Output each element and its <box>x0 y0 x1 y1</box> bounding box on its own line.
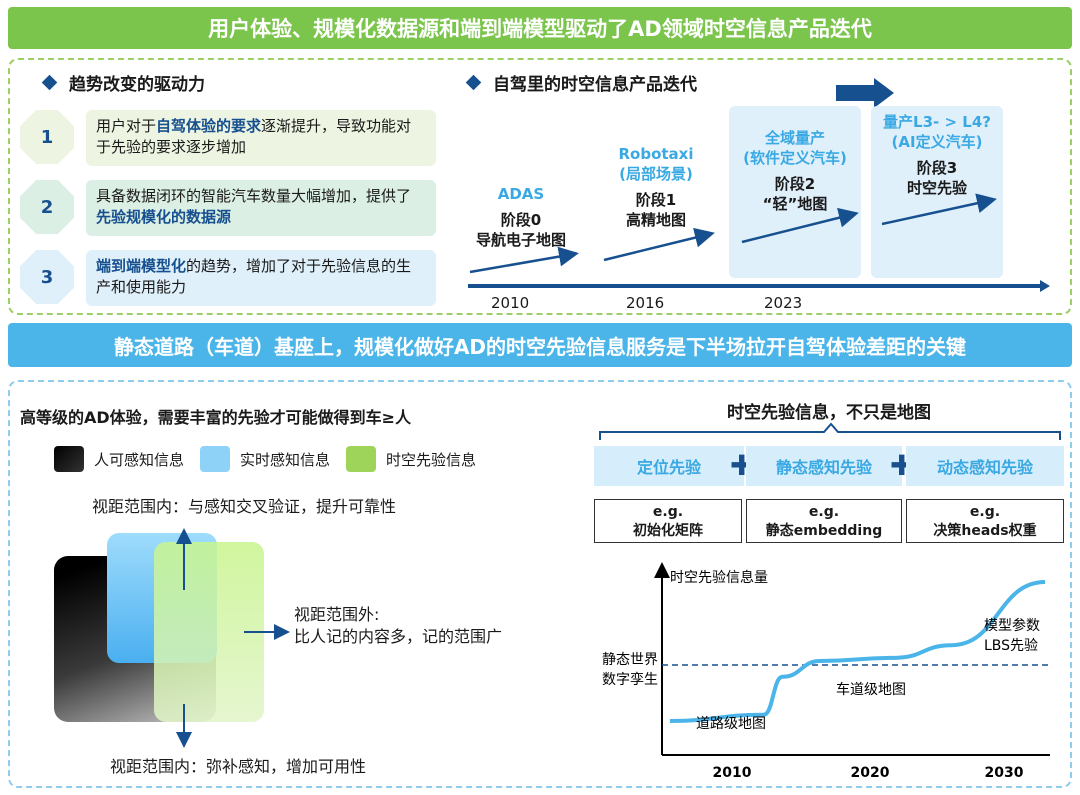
note-right-line-2: 比人记的内容多，记的范围广 <box>294 627 503 646</box>
drivers-title: 趋势改变的驱动力 <box>41 70 205 95</box>
stage-number: 阶段2 <box>774 175 816 193</box>
stage-number: 阶段0 <box>500 211 542 229</box>
example-eg: e.g. <box>808 504 840 520</box>
mid-banner: 静态道路（车道）基座上，规模化做好AD的时空先验信息服务是下半场拉开自驾体验差距… <box>8 323 1072 367</box>
stage-1-label: Robotaxi (局部场景) 阶段1 高精地图 <box>600 144 712 230</box>
note-right-line-1: 视距范围外: <box>294 605 380 624</box>
bottom-panel <box>8 380 1072 788</box>
driver-text-post: 的趋势，增加了对于先验信息的生产和使用能力 <box>96 257 412 296</box>
driver-text-pre: 具备数据闭环的智能汽车数量大幅增加，提供了 <box>96 187 412 205</box>
note-bottom: 视距范围内：弥补感知，增加可用性 <box>110 757 367 776</box>
annotation-lbs: LBS先验 <box>984 638 1038 654</box>
driver-text-highlight: 端到端模型化 <box>96 257 187 275</box>
driver-text: 具备数据闭环的智能汽车数量大幅增加，提供了先验规模化的数据源 <box>86 180 436 236</box>
reference-label: 静态世界 <box>602 652 658 668</box>
driver-text-highlight: 自驾体验的要求 <box>156 117 262 135</box>
diamond-bullet-icon <box>41 74 58 91</box>
x-tick: 2030 <box>985 765 1024 781</box>
prior-item-location: 定位先验 <box>594 446 744 486</box>
example-box: e.g. 静态embedding <box>746 499 902 543</box>
x-tick: 2010 <box>713 765 752 781</box>
top-panel <box>8 58 1072 315</box>
driver-text-post: 逐渐提升，导致功能对于先验的要求逐步增加 <box>96 117 412 156</box>
reference-label: 数字孪生 <box>602 671 658 688</box>
stage-3-box <box>871 106 1003 278</box>
stage-2-arrow <box>741 207 859 244</box>
iteration-title: 自驾里的时空信息产品迭代 <box>465 70 697 95</box>
stage-head: 全域量产 <box>764 129 825 147</box>
legend-swatch <box>346 446 377 472</box>
prior-growth-chart: 时空先验信息量 静态世界 数字孪生 道路级地图 车道级地图 模型参数 LBS先验… <box>602 562 1050 781</box>
note-top: 视距范围内：与感知交叉验证，提升可靠性 <box>92 497 397 516</box>
stage-desc: 时空先验 <box>906 179 967 197</box>
legend: 人可感知信息 实时感知信息 时空先验信息 <box>54 446 476 472</box>
example-eg: e.g. <box>969 504 1001 520</box>
top-banner: 用户体验、规模化数据源和端到端模型驱动了AD领域时空信息产品迭代 <box>8 7 1072 49</box>
driver-item-3: 3 端到端模型化的趋势，增加了对于先验信息的生产和使用能力 <box>20 250 436 306</box>
stage-number: 阶段3 <box>916 159 958 177</box>
stage-subhead: (AI定义汽车) <box>891 133 983 151</box>
driver-text-pre: 用户对于 <box>96 117 157 135</box>
note-right: 视距范围外: 比人记的内容多，记的范围广 <box>294 604 502 648</box>
stage-0-arrow <box>469 246 579 274</box>
driver-number-badge: 1 <box>20 110 74 164</box>
driver-text-highlight: 先验规模化的数据源 <box>96 208 232 226</box>
prior-curve <box>669 580 1046 724</box>
drivers-title-text: 趋势改变的驱动力 <box>69 75 205 95</box>
legend-label: 实时感知信息 <box>240 450 331 469</box>
stage-number: 阶段1 <box>635 191 677 209</box>
driver-item-2: 2 具备数据闭环的智能汽车数量大幅增加，提供了先验规模化的数据源 <box>20 180 436 236</box>
driver-item-1: 1 用户对于自驾体验的要求逐渐提升，导致功能对于先验的要求逐步增加 <box>20 110 436 166</box>
iteration-title-text: 自驾里的时空信息产品迭代 <box>493 75 697 95</box>
stage-head: 量产L3- > L4? <box>883 113 991 131</box>
annotation-lane: 车道级地图 <box>836 681 906 698</box>
legend-swatch <box>54 446 84 472</box>
stage-3-label: 量产L3- > L4? (AI定义汽车) 阶段3 时空先验 <box>871 112 1003 198</box>
prior-item-static: 静态感知先验 <box>746 446 902 486</box>
x-tick: 2020 <box>851 765 890 781</box>
driver-number-badge: 3 <box>20 250 74 304</box>
timeline-graphic <box>468 193 1050 292</box>
stage-1-arrow <box>603 227 715 262</box>
prior-item-dynamic: 动态感知先验 <box>906 446 1064 486</box>
diamond-bullet-icon <box>465 74 482 91</box>
annotation-road: 道路级地图 <box>696 716 766 732</box>
prior-title: 时空先验信息，不只是地图 <box>727 403 931 423</box>
stage-desc: “轻”地图 <box>762 195 828 213</box>
driver-number-badge: 2 <box>20 180 74 234</box>
driver-text: 用户对于自驾体验的要求逐渐提升，导致功能对于先验的要求逐步增加 <box>86 110 436 166</box>
forward-arrow-icon <box>836 78 894 108</box>
stage-desc: 导航电子地图 <box>475 231 566 249</box>
annotation-model: 模型参数 <box>984 617 1040 634</box>
legend-label: 时空先验信息 <box>386 450 477 469</box>
stage-subhead: (软件定义汽车) <box>743 149 847 167</box>
stage-subhead: (局部场景) <box>619 165 693 183</box>
brace-graphic <box>599 422 1061 440</box>
experience-title: 高等级的AD体验，需要丰富的先验才可能做得到车≥人 <box>20 408 412 427</box>
arrows-graphic <box>176 528 290 748</box>
example-text: 初始化矩阵 <box>633 523 703 539</box>
year-label: 2023 <box>764 294 803 312</box>
example-box: e.g. 决策heads权重 <box>906 499 1064 543</box>
stage-2-box <box>729 106 861 278</box>
stage-desc: 高精地图 <box>625 211 686 229</box>
example-text: 决策heads权重 <box>933 523 1037 539</box>
stage-0-label: ADAS 阶段0 导航电子地图 <box>462 184 580 250</box>
stage-head: Robotaxi <box>618 145 694 163</box>
stage-3-arrow <box>881 193 997 226</box>
stage-2-label: 全域量产 (软件定义汽车) 阶段2 “轻”地图 <box>729 128 861 214</box>
example-eg: e.g. <box>652 504 684 520</box>
y-axis-label: 时空先验信息量 <box>670 569 768 586</box>
year-label: 2016 <box>626 294 665 312</box>
example-box: e.g. 初始化矩阵 <box>594 499 742 543</box>
driver-text: 端到端模型化的趋势，增加了对于先验信息的生产和使用能力 <box>86 250 436 306</box>
legend-label: 人可感知信息 <box>94 450 185 469</box>
legend-swatch <box>200 446 231 472</box>
stage-head: ADAS <box>497 185 545 203</box>
year-label: 2010 <box>491 294 530 312</box>
example-text: 静态embedding <box>765 523 883 539</box>
